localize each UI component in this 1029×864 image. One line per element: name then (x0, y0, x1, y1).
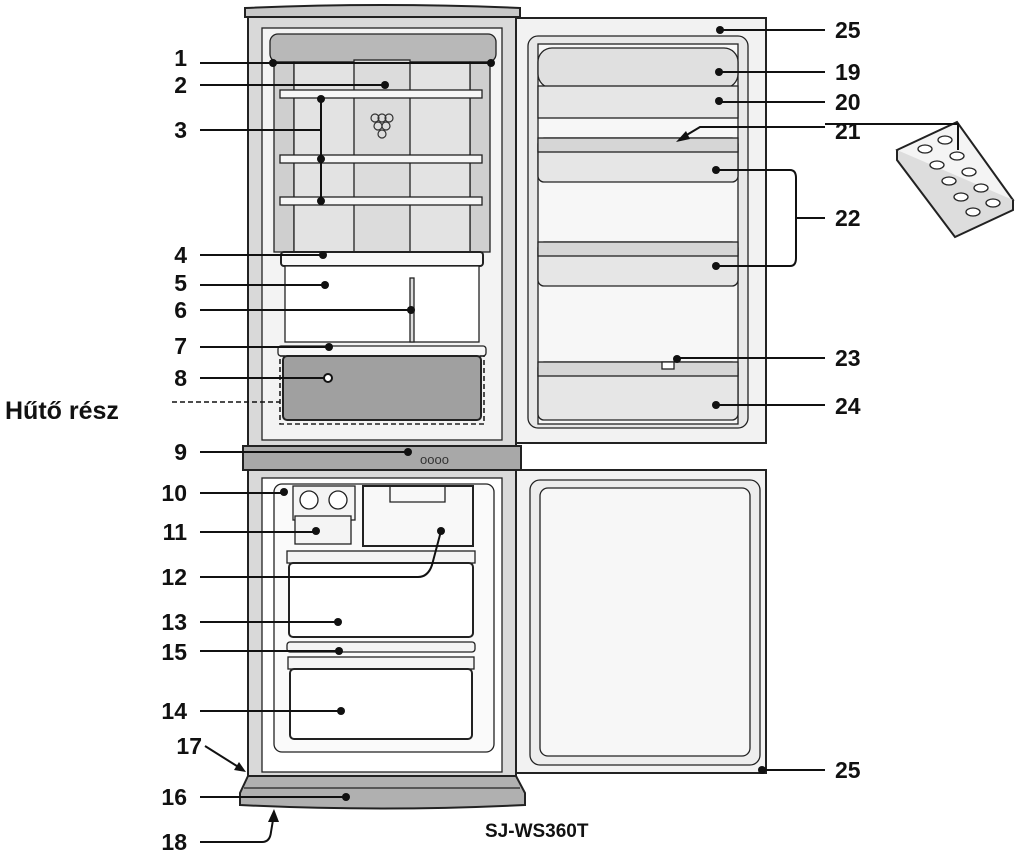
freezer-drawer-13 (288, 562, 474, 638)
door-pocket-24 (537, 361, 739, 421)
label-23: 23 (835, 345, 861, 371)
door-pocket-22a (537, 137, 739, 183)
label-24: 24 (835, 393, 861, 419)
fridge-cabinet (244, 4, 521, 447)
label-12: 12 (161, 564, 187, 590)
control-panel: oooo (242, 445, 522, 471)
label-17: 17 (176, 733, 202, 759)
label-2: 2 (174, 72, 187, 98)
label-25-bottom: 25 (835, 757, 861, 783)
base-cover (239, 775, 526, 810)
freezer-cabinet (247, 469, 517, 777)
label-21: 21 (835, 118, 861, 144)
label-19: 19 (835, 59, 861, 85)
egg-tray (895, 120, 1015, 239)
label-14: 14 (161, 698, 187, 724)
glass-shelf (279, 196, 483, 206)
label-16: 16 (161, 784, 187, 810)
crisper-drawer (282, 355, 482, 421)
label-7: 7 (174, 333, 187, 359)
label-18: 18 (161, 829, 187, 855)
label-9: 9 (174, 439, 187, 465)
label-10: 10 (161, 480, 187, 506)
glass-shelf (279, 154, 483, 164)
ice-box (362, 485, 474, 547)
label-15: 15 (161, 639, 187, 665)
left-labels: 1 2 3 4 5 6 7 8 Hűtő rész 9 10 11 12 13 … (5, 45, 202, 855)
label-8: 8 (174, 365, 187, 391)
label-5: 5 (174, 270, 187, 296)
zone-label: Hűtő rész (5, 397, 119, 425)
label-11: 11 (163, 519, 188, 545)
label-25-top: 25 (835, 17, 861, 43)
right-labels: 25 19 20 21 22 23 24 25 (835, 17, 861, 783)
door-pocket-22b (537, 241, 739, 287)
freezer-door (515, 469, 767, 774)
freezer-drawer-14 (289, 668, 473, 740)
label-13: 13 (161, 609, 187, 635)
glass-shelf (279, 89, 483, 99)
model-name: SJ-WS360T (485, 821, 589, 842)
label-22: 22 (835, 205, 861, 231)
panel-indicators: oooo (420, 452, 449, 467)
ion-grapes-icon (370, 113, 394, 139)
label-20: 20 (835, 89, 861, 115)
door-pocket-20 (537, 85, 739, 119)
label-1: 1 (174, 45, 187, 71)
label-3: 3 (174, 117, 187, 143)
label-6: 6 (174, 297, 187, 323)
fridge-door (515, 17, 767, 444)
door-pocket-19 (537, 47, 739, 89)
ice-maker (292, 485, 356, 545)
leader-lines (172, 26, 959, 843)
label-4: 4 (174, 242, 187, 268)
